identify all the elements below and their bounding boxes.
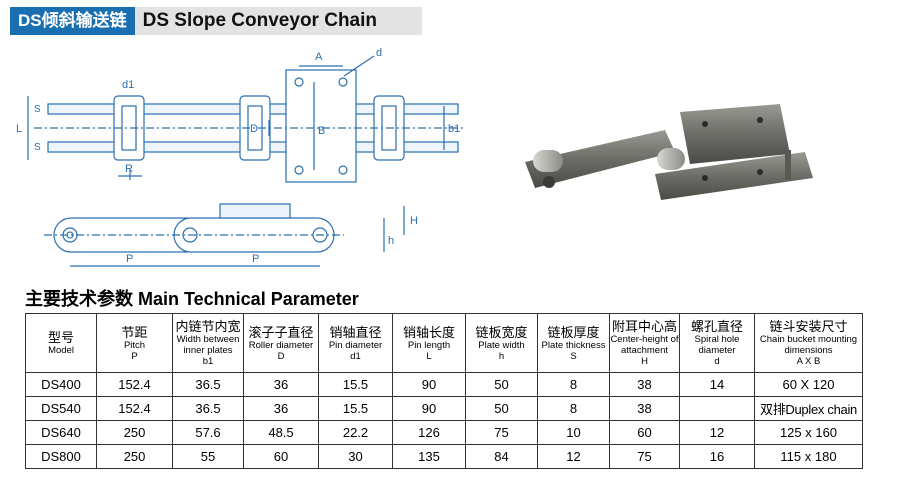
table-cell: 15.5 xyxy=(318,396,393,421)
technical-parameter-table: 型号 Model 节距 Pitch P 内链节内宽 Width between … xyxy=(25,313,863,469)
table-cell: 14 xyxy=(679,372,755,397)
table-cell: 8 xyxy=(537,372,610,397)
title-bar: DS倾斜输送链 DS Slope Conveyor Chain xyxy=(10,7,422,35)
table-header-row: 型号 Model 节距 Pitch P 内链节内宽 Width between … xyxy=(25,313,863,373)
table-cell: 60 xyxy=(243,444,319,469)
column-header-plate-thickness: 链板厚度 Plate thickness S xyxy=(537,313,610,373)
table-cell: 84 xyxy=(465,444,538,469)
column-header-bucket-dimensions: 链斗安装尺寸 Chain bucket mounting dimensions … xyxy=(754,313,863,373)
table-cell: 250 xyxy=(96,420,173,445)
table-cell: 15.5 xyxy=(318,372,393,397)
section-title: 主要技术参数 Main Technical Parameter xyxy=(25,289,359,309)
column-header-model: 型号 Model xyxy=(25,313,97,373)
table-cell xyxy=(679,396,755,421)
table-cell: 30 xyxy=(318,444,393,469)
table-cell: DS640 xyxy=(25,420,97,445)
table-cell: 90 xyxy=(392,372,466,397)
table-row: DS540 152.4 36.5 36 15.5 90 50 8 38 双排Du… xyxy=(25,396,863,421)
table-cell: 22.2 xyxy=(318,420,393,445)
label-P-second: P xyxy=(252,253,259,265)
table-cell: 152.4 xyxy=(96,396,173,421)
title-english: DS Slope Conveyor Chain xyxy=(134,7,422,35)
table-cell: 60 X 120 xyxy=(754,372,863,397)
table-cell: 36.5 xyxy=(172,372,244,397)
label-H: H xyxy=(410,215,418,227)
label-h: h xyxy=(388,235,394,247)
label-A: A xyxy=(315,51,323,63)
column-header-pin-length: 销轴长度 Pin length L xyxy=(392,313,466,373)
table-cell: 250 xyxy=(96,444,173,469)
label-d1: d1 xyxy=(122,79,134,91)
chain-product-photo xyxy=(525,104,813,200)
column-header-spiral-hole: 螺孔直径 Spiral hole diameter d xyxy=(679,313,755,373)
column-header-inner-width: 内链节内宽 Width between inner plates b1 xyxy=(172,313,244,373)
table-cell: DS800 xyxy=(25,444,97,469)
table-cell: 115 x 180 xyxy=(754,444,863,469)
table-cell: 36 xyxy=(243,396,319,421)
table-cell: DS540 xyxy=(25,396,97,421)
label-P-first: P xyxy=(126,253,133,265)
table-cell: 38 xyxy=(609,372,680,397)
table-cell: 90 xyxy=(392,396,466,421)
column-header-pitch: 节距 Pitch P xyxy=(96,313,173,373)
table-cell: 75 xyxy=(609,444,680,469)
table-cell: 75 xyxy=(465,420,538,445)
table-cell: 126 xyxy=(392,420,466,445)
label-b1: b1 xyxy=(448,123,460,135)
column-header-attachment-height: 附耳中心高 Center-height of attachment H xyxy=(609,313,680,373)
column-header-roller-diameter: 滚子子直径 Roller diameter D xyxy=(243,313,319,373)
table-cell: 36 xyxy=(243,372,319,397)
label-B: B xyxy=(318,125,325,137)
table-cell: 38 xyxy=(609,396,680,421)
table-cell: 双排Duplex chain xyxy=(754,396,863,421)
label-s-lower: S xyxy=(34,142,41,153)
label-s-upper: S xyxy=(34,104,41,115)
table-row: DS400 152.4 36.5 36 15.5 90 50 8 38 14 6… xyxy=(25,372,863,397)
table-cell: 50 xyxy=(465,396,538,421)
table-cell: DS400 xyxy=(25,372,97,397)
table-row: DS800 250 55 60 30 135 84 12 75 16 115 x… xyxy=(25,444,863,469)
chain-technical-drawing: A d d1 S S L D B b1 R H h P P xyxy=(16,47,464,267)
table-cell: 16 xyxy=(679,444,755,469)
table-cell: 152.4 xyxy=(96,372,173,397)
label-R: R xyxy=(125,163,133,175)
table-cell: 10 xyxy=(537,420,610,445)
column-header-pin-diameter: 销轴直径 Pin diameter d1 xyxy=(318,313,393,373)
table-cell: 50 xyxy=(465,372,538,397)
table-cell: 60 xyxy=(609,420,680,445)
table-cell: 36.5 xyxy=(172,396,244,421)
label-L: L xyxy=(16,123,22,135)
label-D: D xyxy=(250,123,258,135)
table-cell: 57.6 xyxy=(172,420,244,445)
table-cell: 48.5 xyxy=(243,420,319,445)
title-chinese: DS倾斜输送链 xyxy=(10,7,135,35)
table-cell: 55 xyxy=(172,444,244,469)
table-cell: 12 xyxy=(537,444,610,469)
table-cell: 135 xyxy=(392,444,466,469)
table-cell: 8 xyxy=(537,396,610,421)
table-row: DS640 250 57.6 48.5 22.2 126 75 10 60 12… xyxy=(25,420,863,445)
table-cell: 12 xyxy=(679,420,755,445)
label-d: d xyxy=(376,47,382,59)
column-header-plate-width: 链板宽度 Plate width h xyxy=(465,313,538,373)
table-cell: 125 x 160 xyxy=(754,420,863,445)
